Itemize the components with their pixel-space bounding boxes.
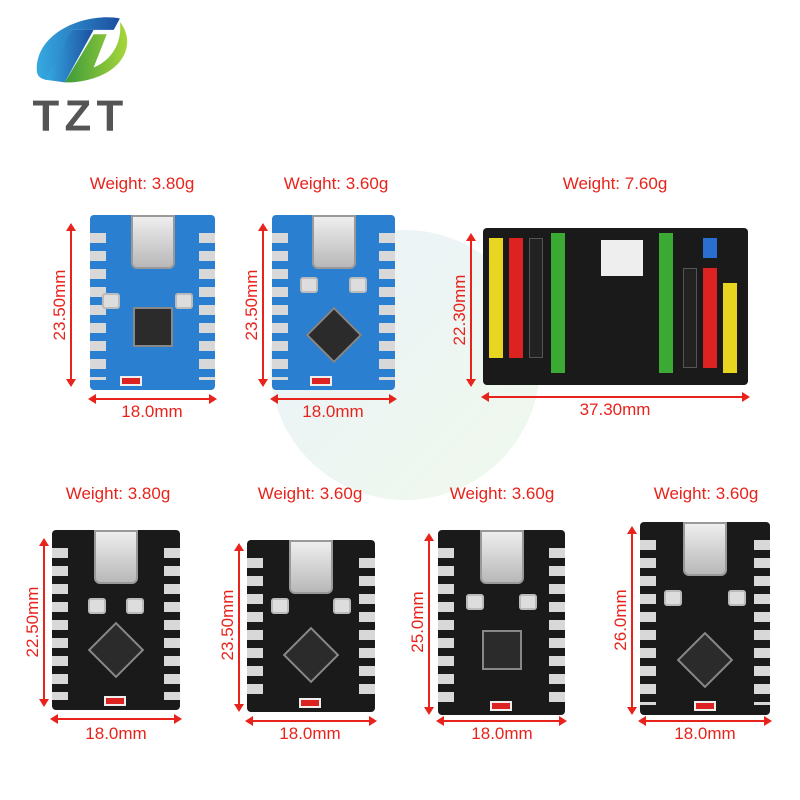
board-1-width: 18.0mm xyxy=(121,402,183,421)
board-3-height: 22.30mm xyxy=(450,274,469,346)
board-7-width: 18.0mm xyxy=(674,724,736,743)
board-6-width: 18.0mm xyxy=(471,724,533,743)
board-3-width-arrow xyxy=(481,392,750,402)
board-3-image xyxy=(483,228,748,385)
board-2-image xyxy=(272,215,395,390)
board-3-width: 37.30mm xyxy=(579,400,651,419)
board-4-width: 18.0mm xyxy=(85,724,147,743)
board-6-image xyxy=(438,530,565,715)
board-2-height-arrow xyxy=(258,223,268,387)
board-5-width-arrow xyxy=(245,716,377,726)
board-5-height-arrow xyxy=(234,543,244,712)
board-5-width: 18.0mm xyxy=(279,724,341,743)
board-1-height: 23.50mm xyxy=(50,269,69,341)
board-4-width-arrow xyxy=(50,714,182,724)
board-3-height-arrow xyxy=(466,233,476,387)
board-4-height: 22.50mm xyxy=(23,586,42,658)
board-4-height-arrow xyxy=(39,538,49,707)
board-4-weight: Weight: 3.80g xyxy=(65,484,171,503)
board-7-image xyxy=(640,522,770,715)
board-6-weight: Weight: 3.60g xyxy=(449,484,555,503)
board-6-height: 25.0mm xyxy=(408,591,427,653)
board-2-weight: Weight: 3.60g xyxy=(283,174,389,193)
board-7-height: 26.0mm xyxy=(611,589,630,651)
board-2-width: 18.0mm xyxy=(302,402,364,421)
board-6-height-arrow xyxy=(424,533,434,715)
board-5-height: 23.50mm xyxy=(218,589,237,661)
board-2-width-arrow xyxy=(270,394,397,404)
board-1-image xyxy=(90,215,215,390)
svg-text:TZT: TZT xyxy=(33,92,129,141)
board-1-width-arrow xyxy=(88,394,217,404)
tzt-logo: TZT xyxy=(8,8,153,148)
board-7-height-arrow xyxy=(627,526,637,715)
board-1-weight: Weight: 3.80g xyxy=(89,174,195,193)
board-5-weight: Weight: 3.60g xyxy=(257,484,363,503)
board-1-height-arrow xyxy=(66,223,76,387)
board-2-height: 23.50mm xyxy=(242,269,261,341)
board-4-image xyxy=(52,530,180,710)
board-5-image xyxy=(247,540,375,712)
board-7-weight: Weight: 3.60g xyxy=(653,484,759,503)
board-3-weight: Weight: 7.60g xyxy=(562,174,668,193)
board-7-width-arrow xyxy=(638,716,772,726)
board-6-width-arrow xyxy=(436,716,567,726)
